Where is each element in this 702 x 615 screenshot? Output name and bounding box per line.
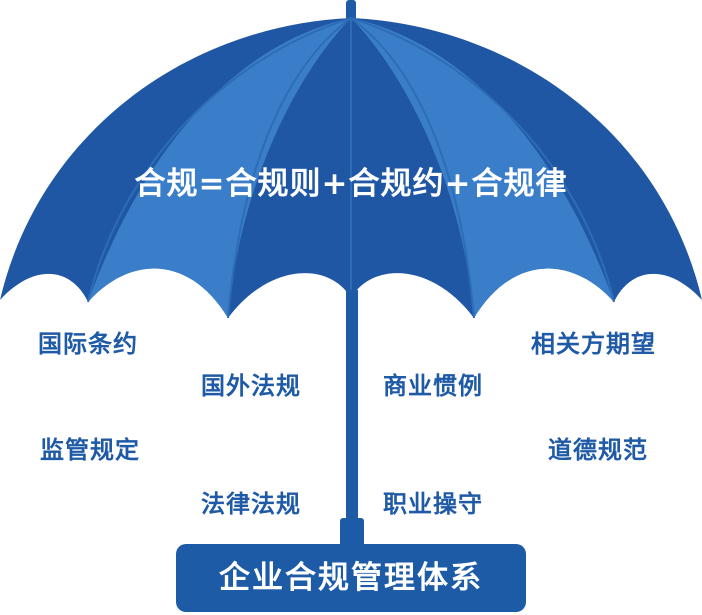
label-regulatory-requirements: 监管规定 bbox=[40, 436, 140, 464]
compliance-formula: 合规=合规则+合规约+合规律 bbox=[134, 166, 568, 202]
umbrella-ribs bbox=[87, 17, 615, 319]
umbrella-grip bbox=[340, 518, 364, 548]
base-label-box bbox=[176, 544, 526, 612]
label-international-treaties: 国际条约 bbox=[38, 330, 138, 358]
umbrella-panel-right bbox=[351, 18, 614, 318]
label-professional-conduct: 职业操守 bbox=[383, 490, 483, 518]
label-ethics-norms: 道德规范 bbox=[548, 436, 648, 464]
umbrella-panel-left bbox=[88, 18, 351, 318]
label-business-practice: 商业惯例 bbox=[383, 372, 483, 400]
label-foreign-laws: 国外法规 bbox=[201, 372, 301, 400]
label-laws-regulations: 法律法规 bbox=[201, 490, 301, 518]
umbrella-shaft bbox=[346, 290, 358, 530]
label-stakeholder-expectations: 相关方期望 bbox=[531, 330, 656, 358]
base-label: 企业合规管理体系 bbox=[219, 560, 483, 596]
